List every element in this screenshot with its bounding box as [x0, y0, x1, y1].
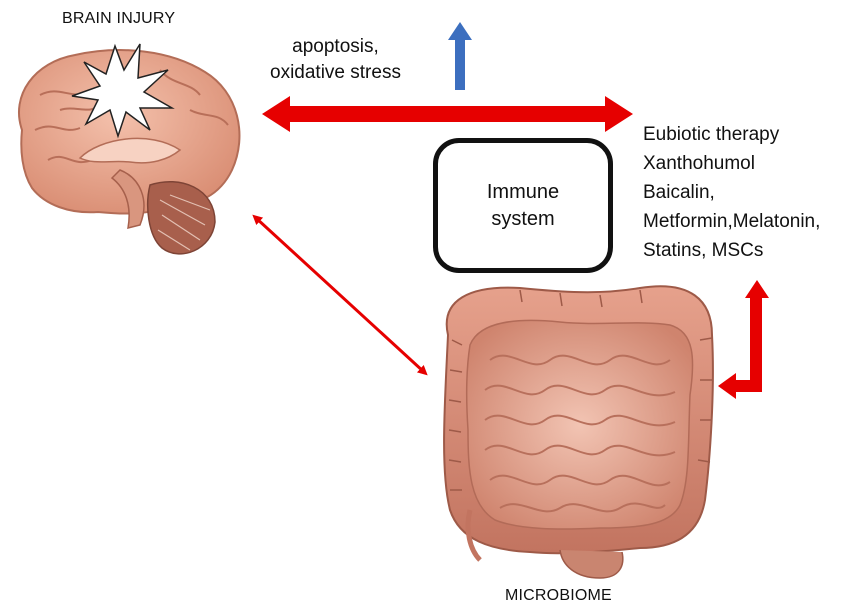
microbiome-label: MICROBIOME [505, 587, 612, 605]
diagonal-double-arrow [256, 218, 424, 372]
immune-system-box: Immune system [433, 138, 613, 273]
brain-injury-label: BRAIN INJURY [62, 10, 175, 28]
therapy-item: Xanthohumol [643, 149, 820, 178]
up-arrow-blue [448, 22, 472, 90]
therapy-item: Eubiotic therapy [643, 120, 820, 149]
effects-line-1: apoptosis, [270, 34, 401, 60]
effects-label: apoptosis, oxidative stress [270, 34, 401, 86]
brain-gut-double-arrow [262, 96, 633, 132]
immune-line-1: Immune [487, 179, 559, 206]
intestine-illustration [444, 286, 713, 578]
therapy-elbow-arrow [718, 280, 769, 399]
therapy-item: Baicalin, [643, 178, 820, 207]
therapy-list: Eubiotic therapy Xanthohumol Baicalin, M… [643, 120, 820, 265]
therapy-item: Metformin,Melatonin, [643, 207, 820, 236]
therapy-item: Statins, MSCs [643, 236, 820, 265]
immune-line-2: system [487, 206, 559, 233]
effects-line-2: oxidative stress [270, 60, 401, 86]
